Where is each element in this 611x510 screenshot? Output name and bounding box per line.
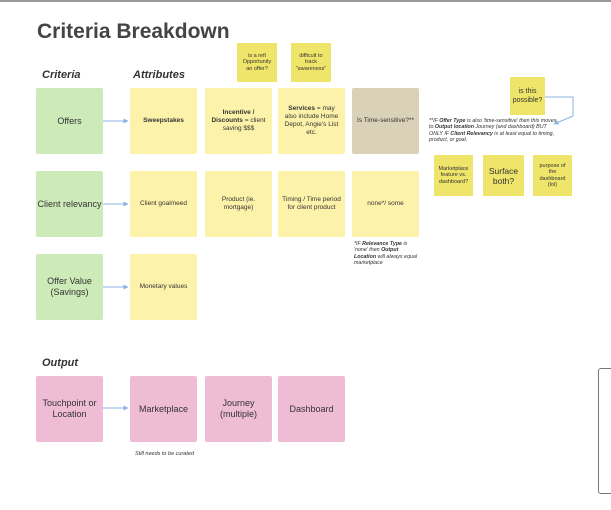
output-touchpoint-label: Touchpoint or Location: [42, 398, 97, 419]
sticky-refi[interactable]: is a refi Opportunity an offer?: [237, 43, 277, 82]
sticky-possible-text: is this possible?: [512, 88, 543, 104]
sticky-possible[interactable]: is this possible?: [510, 77, 545, 115]
note-curated: Still needs to be curated: [135, 451, 195, 457]
sticky-surface-both-text: Surface both?: [488, 165, 519, 186]
top-border: [0, 0, 611, 2]
attribute-incentive[interactable]: Incentive / Discounts = client saving $$…: [205, 88, 272, 154]
criteria-offer-value[interactable]: Offer Value (Savings): [36, 254, 103, 320]
sticky-refi-text: is a refi Opportunity an offer?: [242, 52, 272, 72]
attribute-time-sensitive[interactable]: Is Time-sensitive?**: [352, 88, 419, 154]
attributes-header: Attributes: [133, 69, 185, 81]
output-dashboard[interactable]: Dashboard: [278, 376, 345, 442]
criteria-client-relevancy[interactable]: Client relevancy: [36, 171, 103, 237]
possible-connector: [545, 96, 574, 125]
attribute-timing-label: Timing / Time period for client product: [282, 196, 341, 211]
output-touchpoint[interactable]: Touchpoint or Location: [36, 376, 103, 442]
output-marketplace[interactable]: Marketplace: [130, 376, 197, 442]
output-marketplace-label: Marketplace: [138, 403, 189, 414]
criteria-header: Criteria: [42, 69, 81, 81]
sticky-purpose-text: purpose of the dashboard (lol): [539, 162, 566, 189]
criteria-client-relevancy-label: Client relevancy: [37, 198, 102, 209]
attribute-product-label: Product (ie. mortgage): [221, 196, 256, 211]
criteria-offers[interactable]: Offers: [36, 88, 103, 154]
attribute-time-sensitive-label: Is Time-sensitive?**: [356, 117, 415, 124]
attribute-sweepstakes[interactable]: Sweepstakes: [130, 88, 197, 154]
attribute-sweepstakes-label: Sweepstakes: [143, 117, 184, 124]
attribute-monetary[interactable]: Monetary values: [130, 254, 197, 320]
sticky-marketplace-feature-text: Marketplace feature vs. dashboard?: [438, 165, 469, 185]
sticky-difficult-text: difficult to track "awareness": [295, 52, 327, 72]
attribute-none-some[interactable]: none*/ some: [352, 171, 419, 237]
side-panel-edge: [598, 368, 611, 494]
attribute-none-some-label: none*/ some: [367, 200, 404, 207]
page-title: Criteria Breakdown: [37, 20, 230, 43]
attribute-services-label: Services = may also include Home Depot, …: [284, 105, 339, 136]
attribute-client-goal-label: Client goal/need: [140, 200, 187, 207]
note-relevance-type: *IF Relevance Type is 'none' then Output…: [354, 241, 417, 267]
attribute-services[interactable]: Services = may also include Home Depot, …: [278, 88, 345, 154]
attribute-timing[interactable]: Timing / Time period for client product: [278, 171, 345, 237]
sticky-marketplace-feature[interactable]: Marketplace feature vs. dashboard?: [434, 155, 473, 196]
note-offer-type: **IF Offer Type is also 'time-sensitive'…: [429, 118, 557, 144]
attribute-monetary-label: Monetary values: [139, 283, 188, 290]
sticky-purpose[interactable]: purpose of the dashboard (lol): [533, 155, 572, 196]
sticky-difficult[interactable]: difficult to track "awareness": [291, 43, 331, 82]
criteria-offer-value-label: Offer Value (Savings): [47, 276, 92, 297]
attribute-product[interactable]: Product (ie. mortgage): [205, 171, 272, 237]
output-header: Output: [42, 357, 79, 369]
output-journey[interactable]: Journey (multiple): [205, 376, 272, 442]
attribute-client-goal[interactable]: Client goal/need: [130, 171, 197, 237]
attribute-incentive-label: Incentive / Discounts = client saving $$…: [211, 109, 266, 132]
criteria-offers-label: Offers: [57, 115, 82, 126]
sticky-surface-both[interactable]: Surface both?: [483, 155, 524, 196]
output-dashboard-label: Dashboard: [289, 403, 334, 414]
output-journey-label: Journey (multiple): [219, 398, 257, 419]
